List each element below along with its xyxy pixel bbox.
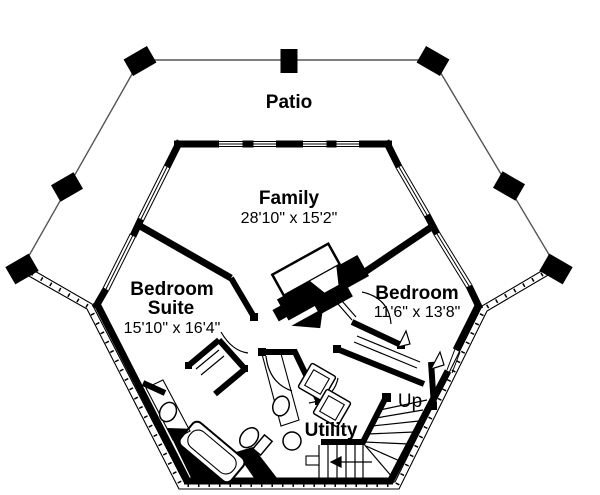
suite-family-wall xyxy=(138,222,233,282)
bedroom-family-wall xyxy=(354,223,435,281)
windows xyxy=(102,140,473,374)
window-mullion xyxy=(242,140,254,148)
post xyxy=(280,49,298,73)
deck-hatching xyxy=(21,266,555,487)
bath-door-arc xyxy=(265,355,293,392)
vanity-counter xyxy=(145,379,191,441)
sink xyxy=(158,401,178,423)
stairs xyxy=(305,399,428,479)
toilet xyxy=(239,427,274,457)
bedroom-suite-dims: 15'10" x 16'4" xyxy=(124,320,221,337)
bedroom-suite-label-line2: Suite xyxy=(148,298,194,319)
bedroom-suite-label-line1: Bedroom xyxy=(130,279,213,300)
utility-label: Utility xyxy=(305,420,358,441)
patio-label: Patio xyxy=(266,92,312,113)
closet-wall xyxy=(335,346,426,387)
post xyxy=(123,46,157,76)
laundry-sink xyxy=(282,431,302,451)
door-swing-mark xyxy=(429,350,445,370)
post xyxy=(5,253,39,285)
wall-wedge xyxy=(236,447,277,478)
window-mullion xyxy=(326,140,337,148)
sink xyxy=(271,395,291,417)
post xyxy=(539,253,573,285)
dryer xyxy=(312,388,352,428)
suite-door-arc xyxy=(220,331,249,354)
stairs-arrow xyxy=(329,456,372,468)
family-dims: 28'10" x 15'2" xyxy=(241,210,338,227)
post xyxy=(492,171,526,201)
patio-posts xyxy=(5,46,573,285)
bedroom-door-arc xyxy=(361,291,392,325)
up-label: Up xyxy=(398,391,422,412)
stair-nosing-mark xyxy=(305,455,320,466)
post xyxy=(50,172,84,202)
family-label: Family xyxy=(259,188,320,209)
post xyxy=(416,46,450,76)
closet-wall xyxy=(350,319,403,348)
bathtub xyxy=(178,420,246,484)
fireplace xyxy=(270,241,370,329)
door-arcs xyxy=(195,291,445,404)
door-swing-mark xyxy=(396,329,411,348)
stair-wall xyxy=(321,395,389,445)
fixtures xyxy=(145,349,352,484)
bedroom-label: Bedroom xyxy=(375,283,458,304)
exterior-walls xyxy=(91,139,484,485)
bedroom-dims: 11'6" x 13'8" xyxy=(374,304,461,321)
